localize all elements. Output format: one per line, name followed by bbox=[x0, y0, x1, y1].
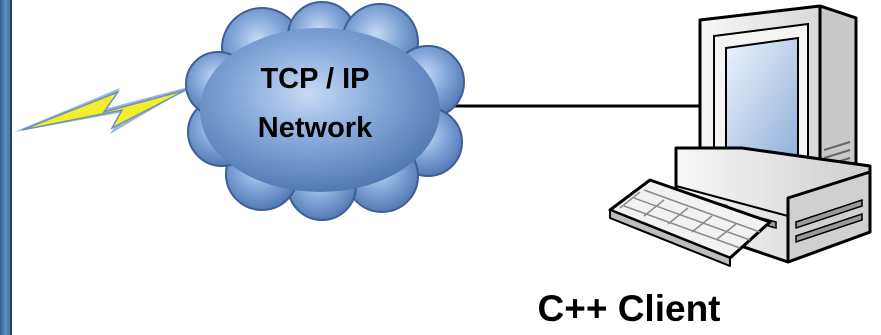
network-label-line2: Network bbox=[258, 112, 373, 144]
network-label-line1: TCP / IP bbox=[260, 63, 369, 95]
cloud-icon bbox=[185, 1, 465, 221]
client-label: C++ Client bbox=[537, 288, 721, 329]
lightning-bolt-icon bbox=[14, 86, 192, 134]
keyboard-icon bbox=[608, 178, 772, 267]
left-border-strip bbox=[0, 0, 12, 335]
